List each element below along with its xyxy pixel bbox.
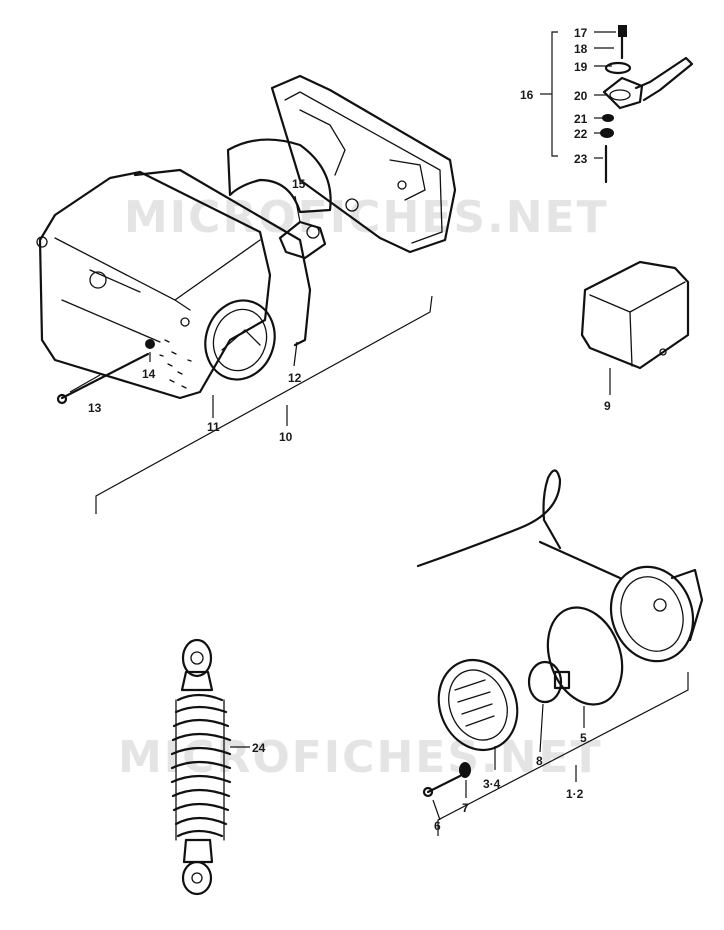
label-20: 20 bbox=[574, 89, 588, 103]
label-12: 12 bbox=[288, 371, 302, 385]
watermark-top: MICROFICHES.NET bbox=[124, 192, 609, 243]
label-22: 22 bbox=[574, 127, 588, 141]
label-3-4: 3·4 bbox=[483, 777, 501, 791]
watermark-bottom: MICROFICHES.NET bbox=[118, 732, 603, 783]
label-16: 16 bbox=[520, 88, 534, 102]
label-9: 9 bbox=[604, 399, 611, 413]
label-23: 23 bbox=[574, 152, 588, 166]
label-11: 11 bbox=[207, 420, 220, 434]
relay-box bbox=[580, 260, 690, 395]
label-14: 14 bbox=[142, 367, 156, 381]
label-21: 21 bbox=[574, 112, 588, 126]
shock-absorber bbox=[170, 638, 250, 896]
label-7: 7 bbox=[462, 801, 469, 815]
label-5: 5 bbox=[580, 731, 587, 745]
fuel-valve-assembly bbox=[540, 25, 694, 184]
tail-lamp-assembly bbox=[416, 469, 704, 836]
label-24: 24 bbox=[252, 741, 266, 755]
label-13: 13 bbox=[88, 401, 102, 415]
label-19: 19 bbox=[574, 60, 588, 74]
label-15: 15 bbox=[292, 177, 306, 191]
label-8: 8 bbox=[536, 754, 543, 768]
label-10: 10 bbox=[279, 430, 293, 444]
label-1-2: 1·2 bbox=[566, 787, 584, 801]
label-6: 6 bbox=[434, 819, 441, 833]
label-17: 17 bbox=[574, 26, 588, 40]
label-18: 18 bbox=[574, 42, 588, 56]
headlamp-assembly bbox=[36, 74, 457, 514]
